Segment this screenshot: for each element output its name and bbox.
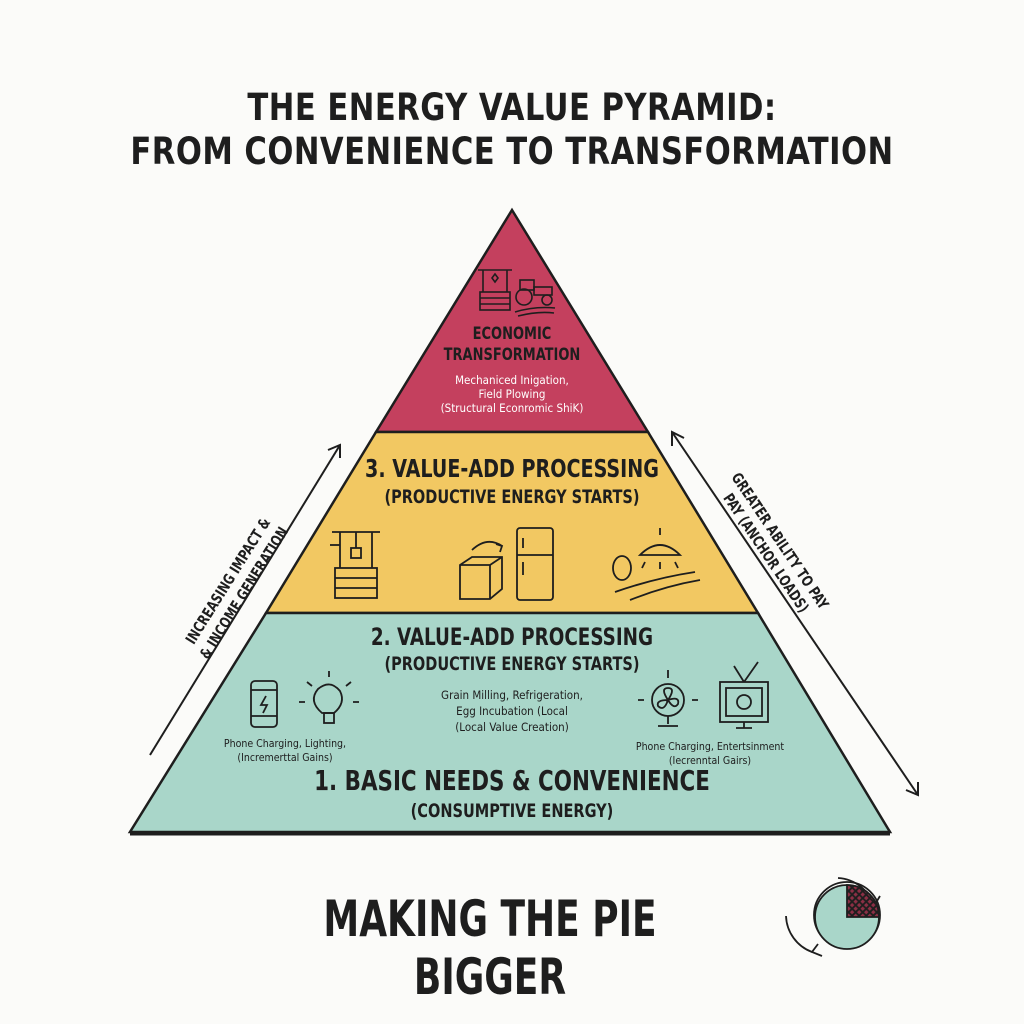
middle-tier-subheading: (PRODUCTIVE ENERGY STARTS): [384, 486, 640, 508]
left-desc-1: Phone Charging, Lighting,: [223, 738, 347, 750]
footer-text: MAKING THE PIE BIGGER: [323, 890, 657, 1006]
right-desc-1: Phone Charging, Entertsinment: [635, 741, 785, 753]
bottom-tier-heading-1: 1. BASIC NEEDS & CONVENIENCE: [314, 764, 710, 797]
right-arrow: [671, 430, 919, 797]
center-desc-2: Egg Incubation (Local: [456, 704, 568, 718]
top-tier-desc-3: (Structural Econromic ShiK): [440, 401, 584, 415]
top-tier-desc-2: Field Plowing: [478, 387, 546, 401]
television-icon: [719, 661, 769, 729]
grain-block-icon: [459, 540, 504, 600]
left-arrow: [149, 443, 341, 756]
bottom-tier-subheading-1: (CONSUMPTIVE ENERGY): [410, 800, 614, 822]
refrigerator-icon: [516, 527, 554, 601]
tractor-icon: [514, 279, 556, 317]
middle-tier-heading: 3. VALUE-ADD PROCESSING: [365, 454, 659, 483]
top-tier-desc-1: Mechaniced Inigation,: [455, 373, 569, 387]
pyramid-bottom-tier: [127, 611, 893, 834]
fan-icon: [638, 670, 698, 727]
phone-icon: [250, 680, 278, 728]
title-line-2: FROM CONVENIENCE TO TRANSFORMATION: [130, 130, 894, 173]
water-well-icon: [330, 531, 380, 599]
water-well-icon: [478, 269, 512, 311]
growing-pie-icon: [785, 877, 881, 957]
egg-incubator-icon: [612, 528, 701, 601]
top-tier-heading-1: ECONOMIC: [472, 324, 552, 344]
bottom-tier-subheading-2: (PRODUCTIVE ENERGY STARTS): [384, 653, 640, 675]
top-tier-heading-2: TRANSFORMATION: [443, 345, 581, 365]
title-line-1: THE ENERGY VALUE PYRAMID:: [247, 86, 777, 129]
light-bulb-icon: [299, 671, 359, 724]
left-desc-2: (Incremerttal Gains): [237, 752, 333, 764]
center-desc-1: Grain Milling, Refrigeration,: [441, 688, 583, 702]
center-desc-3: (Local Value Creation): [455, 720, 569, 734]
right-desc-2: (Iecrenntal Gairs): [668, 755, 752, 767]
bottom-tier-heading-2: 2. VALUE-ADD PROCESSING: [370, 623, 654, 651]
